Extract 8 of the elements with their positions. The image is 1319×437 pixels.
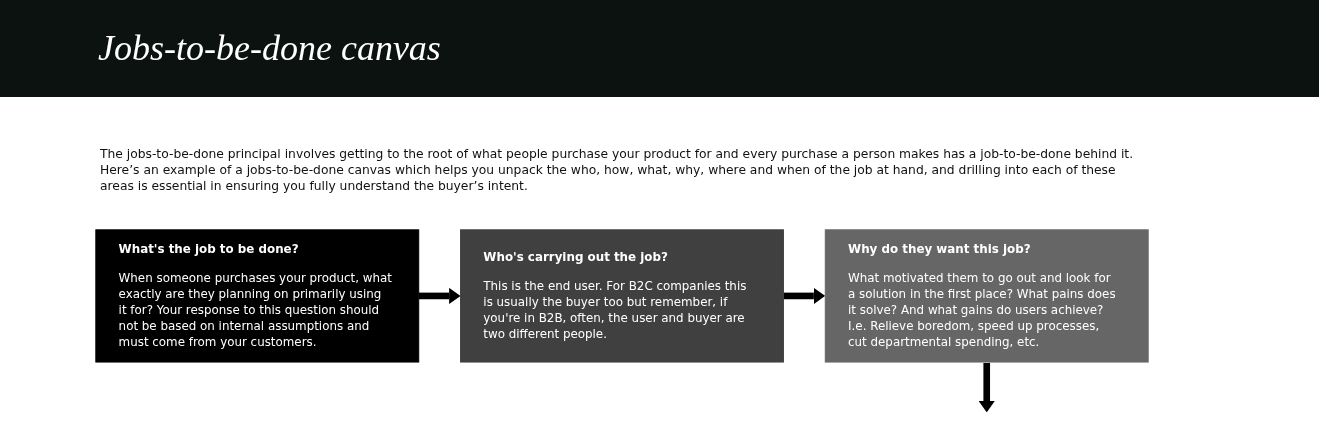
arrow — [783, 287, 826, 304]
node-box: Why do they want this job? What motivated them to go out and look for a solution in the first place? What pains does it solve? And what gains do users achieve? I.e. Relieve boredom, speed up processes, cut departmental spending, etc. — [824, 229, 1149, 363]
arrow — [978, 363, 995, 413]
node-box: What's the job to be done? When someone purchases your product, what exactly are they planning on primarily using it for? Your response to this question should not be based on internal assumptions and must come from your customers. — [95, 229, 420, 363]
arrow — [418, 287, 461, 304]
title: Jobs-to-be-done canvas — [98, 27, 441, 70]
node-box: Who's carrying out the job? This is the end user. For B2C companies this is usually the buyer too but remember, if you're in B2B, often, the user and buyer are two different people. — [460, 229, 784, 363]
intro-paragraph: The jobs-to-be-done principal involves getting to the root of what people purchase your product for and every purchase a person makes has a job-to-be-done behind it. Here’s an example of a jobs-to-be-done canvas which helps you unpack the who, how, what, why, where and when of the job at hand, and drilling into each of these areas is essential in ensuring you fully understand the buyer’s intent. — [100, 146, 1135, 194]
